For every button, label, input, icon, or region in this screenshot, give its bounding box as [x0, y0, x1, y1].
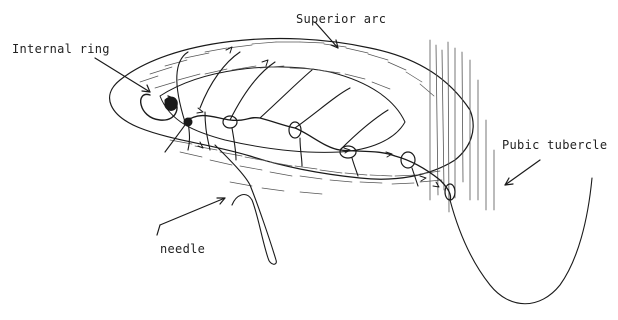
anchor-knot [184, 118, 192, 126]
inguinal-ligament-hatching [170, 140, 442, 194]
pubic-tubercle-label: Pubic tubercle [502, 138, 607, 152]
defect-outline [160, 67, 405, 152]
free-suture-tail [450, 178, 592, 304]
internal-ring-label: Internal ring [12, 42, 110, 56]
needle-label: needle [160, 242, 205, 256]
internal-ring-pointer [95, 58, 150, 92]
needle-pointer [160, 198, 225, 225]
pubic-tubercle-pointer [505, 160, 540, 185]
fascia-outline [110, 38, 474, 179]
pubic-tubercle-hatching [430, 40, 494, 212]
running-suture [185, 116, 451, 200]
cord-stump [165, 97, 177, 110]
superior-arc-label: Superior arc [296, 12, 386, 26]
